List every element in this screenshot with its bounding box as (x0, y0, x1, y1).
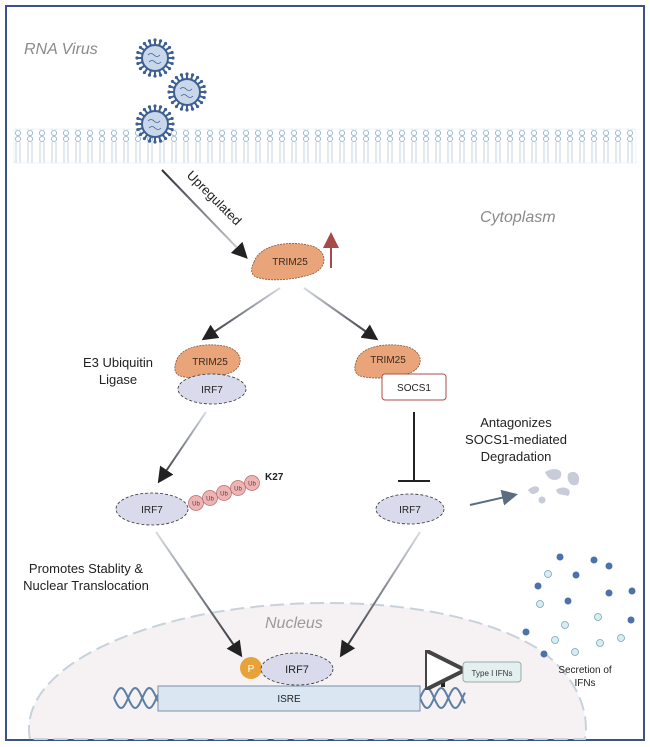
transcription-start-arrow (443, 670, 453, 687)
cytoplasm-label: Cytoplasm (480, 209, 556, 226)
socs1-box (381, 373, 447, 401)
promotes-label-2: Nuclear Translocation (23, 578, 149, 593)
upregulated-arrow (161, 169, 248, 259)
nucleus-label: Nucleus (265, 615, 323, 632)
trim25-left-label: TRIM25 (192, 357, 228, 368)
ifn-molecule (522, 628, 530, 636)
arrow-to-ub-irf7 (157, 411, 207, 484)
virus-icon (135, 38, 175, 78)
ifn-molecule (628, 587, 636, 595)
ubiquitin-bead: Ub (202, 490, 218, 506)
rna-virus-label: RNA Virus (24, 41, 98, 58)
arrow-to-left-complex (201, 287, 281, 341)
degraded-fragments (528, 469, 580, 504)
virus-icon (167, 72, 207, 112)
irf7-left-complex-shape (177, 373, 247, 405)
ifn-molecule (534, 582, 542, 590)
secretion-label-2: IFNs (574, 678, 595, 689)
ifn-molecule (596, 639, 604, 647)
irf7-nucleus-shape (260, 652, 334, 686)
arrow-to-right-complex (303, 287, 379, 341)
ifn-molecule (590, 556, 598, 564)
ifn-molecule (617, 634, 625, 642)
ifn-molecule (561, 621, 569, 629)
cell-membrane (14, 129, 636, 163)
secreted-ifns (522, 553, 636, 658)
irf7-right-label: IRF7 (399, 505, 421, 516)
type-ifns-box (462, 661, 522, 683)
ifn-molecule (627, 616, 635, 624)
phospho-label: P (248, 664, 255, 675)
trim25-right-shape (354, 344, 421, 379)
degradation-arrow (469, 489, 518, 506)
trim25-top-shape (251, 243, 325, 281)
dna-left (113, 686, 159, 710)
trim25-top-label: TRIM25 (272, 257, 308, 268)
isre-label: ISRE (277, 694, 301, 705)
ifn-molecule (556, 553, 564, 561)
svg-text:Ub: Ub (206, 497, 214, 503)
socs1-label: SOCS1 (397, 383, 431, 394)
ifn-molecule (551, 636, 559, 644)
virus-particles (135, 38, 207, 144)
ifn-molecule (571, 648, 579, 656)
irf7-left-complex-label: IRF7 (201, 385, 223, 396)
ifn-molecule (605, 562, 613, 570)
ifn-molecule (540, 650, 548, 658)
ubiquitin-bead: Ub (188, 495, 204, 511)
arrow-to-nucleus-right (339, 531, 421, 658)
promotes-label-1: Promotes Stablity & (29, 561, 143, 576)
irf7-ub-label: IRF7 (141, 505, 163, 516)
phospho-circle (240, 657, 262, 679)
secretion-label-1: Secretion of (558, 665, 612, 676)
isre-box (157, 685, 421, 712)
ubiquitin-bead: Ub (230, 480, 246, 496)
antagonizes-label-1: Antagonizes (480, 415, 552, 430)
e3-ligase-label-1: E3 Ubiquitin (83, 355, 153, 370)
svg-text:Ub: Ub (192, 502, 200, 508)
ifn-molecule (605, 589, 613, 597)
irf7-ub-shape (115, 492, 189, 526)
arrow-to-nucleus-left (155, 531, 243, 658)
ifn-molecule (536, 600, 544, 608)
type-ifns-label: Type I IFNs (472, 669, 513, 678)
e3-ligase-label-2: Ligase (99, 372, 137, 387)
svg-text:Ub: Ub (248, 482, 256, 488)
ifn-molecule (544, 570, 552, 578)
ifn-molecule (564, 597, 572, 605)
ifn-molecule (594, 613, 602, 621)
antagonizes-label-3: Degradation (481, 449, 552, 464)
trim25-right-label: TRIM25 (370, 355, 406, 366)
irf7-nucleus-label: IRF7 (285, 664, 309, 676)
ubiquitin-bead: Ub (216, 485, 232, 501)
irf7-right-shape (375, 493, 445, 525)
virus-icon (135, 104, 175, 144)
ifn-molecule (572, 571, 580, 579)
svg-text:Ub: Ub (234, 487, 242, 493)
svg-text:Ub: Ub (220, 492, 228, 498)
k27-label: K27 (265, 472, 284, 483)
trim25-left-shape (174, 344, 241, 379)
ubiquitin-bead: Ub (244, 475, 260, 491)
antagonizes-label-2: SOCS1-mediated (465, 432, 567, 447)
inhibition-bar (398, 412, 430, 482)
